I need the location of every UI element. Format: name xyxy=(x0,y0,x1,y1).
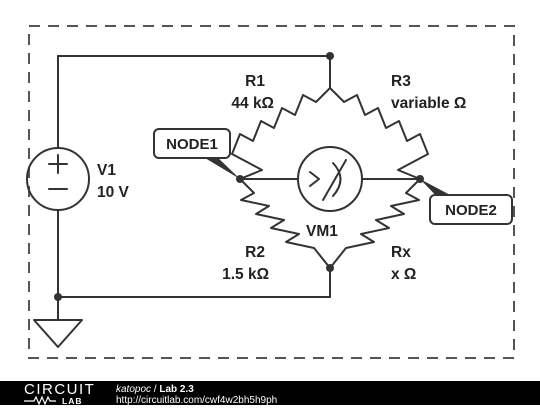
r1-value: 44 kΩ xyxy=(231,95,274,112)
footer-separator: / xyxy=(151,384,159,395)
r3-name: R3 xyxy=(391,73,411,90)
r1-name: R1 xyxy=(245,73,265,90)
circuitlab-logo-top: CIRCUIT xyxy=(24,381,95,398)
node2-label: NODE2 xyxy=(445,202,497,219)
footer-title[interactable]: Lab 2.3 xyxy=(159,384,194,395)
footer-bar xyxy=(0,381,540,405)
rx-name: Rx xyxy=(391,244,411,261)
footer-caption: katopoc / Lab 2.3 xyxy=(116,384,194,395)
v1-name: V1 xyxy=(97,162,116,179)
node1-label: NODE1 xyxy=(166,136,218,153)
meter-scale-arc xyxy=(332,162,342,197)
resistor-r2 xyxy=(239,178,331,269)
footer-url[interactable]: http://circuitlab.com/cwf4w2bh5h9ph xyxy=(116,395,277,406)
meter-needle xyxy=(322,159,347,201)
resistor-r3 xyxy=(329,87,429,180)
wire-bottom xyxy=(57,267,331,298)
voltage-source-v1 xyxy=(26,147,90,211)
junction-dot xyxy=(54,293,62,301)
rx-value: x Ω xyxy=(391,266,416,283)
circuitlab-logo-bottom: LAB xyxy=(62,396,82,405)
r3-value: variable Ω xyxy=(391,95,466,112)
resistor-logo-icon xyxy=(24,395,56,406)
node1-label-box xyxy=(153,128,231,159)
v1-value: 10 V xyxy=(97,184,130,201)
r2-value: 1.5 kΩ xyxy=(222,266,269,283)
junction-dot xyxy=(326,264,334,272)
node2-label-box xyxy=(429,194,513,225)
node1-pointer xyxy=(205,154,240,179)
meter-arrow-icon xyxy=(309,171,320,187)
vm1-name: VM1 xyxy=(306,223,338,240)
voltmeter-vm1 xyxy=(297,146,363,212)
junction-dot xyxy=(326,52,334,60)
resistor-rx xyxy=(329,178,421,269)
plus-sign xyxy=(48,154,68,174)
resistor-r1 xyxy=(231,87,331,180)
wire-top xyxy=(57,55,331,89)
r2-name: R2 xyxy=(245,244,265,261)
footer-author[interactable]: katopoc xyxy=(116,384,151,395)
ground-symbol xyxy=(33,319,83,348)
